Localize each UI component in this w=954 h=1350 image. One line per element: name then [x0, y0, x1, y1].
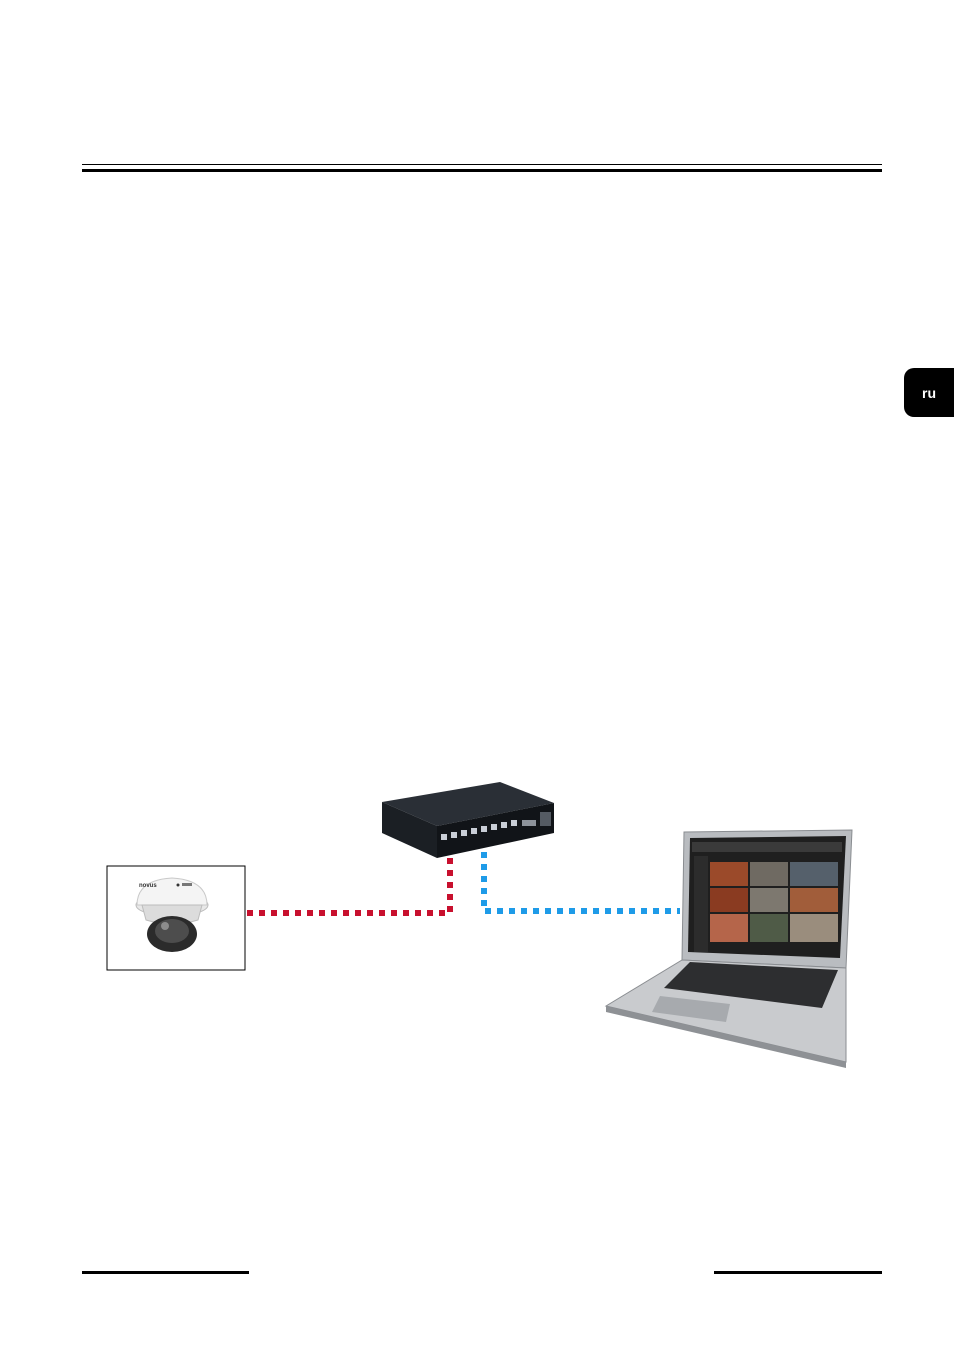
camera-brand-label: novus — [139, 883, 157, 889]
camera-switch-cable — [247, 852, 450, 913]
laptop-icon — [606, 830, 852, 1068]
network-switch-icon — [382, 782, 554, 858]
footer-rule-right — [714, 1271, 882, 1274]
switch-laptop-cable — [484, 852, 680, 911]
dome-camera-icon: novus — [107, 866, 245, 970]
footer-rule-left — [82, 1271, 249, 1274]
